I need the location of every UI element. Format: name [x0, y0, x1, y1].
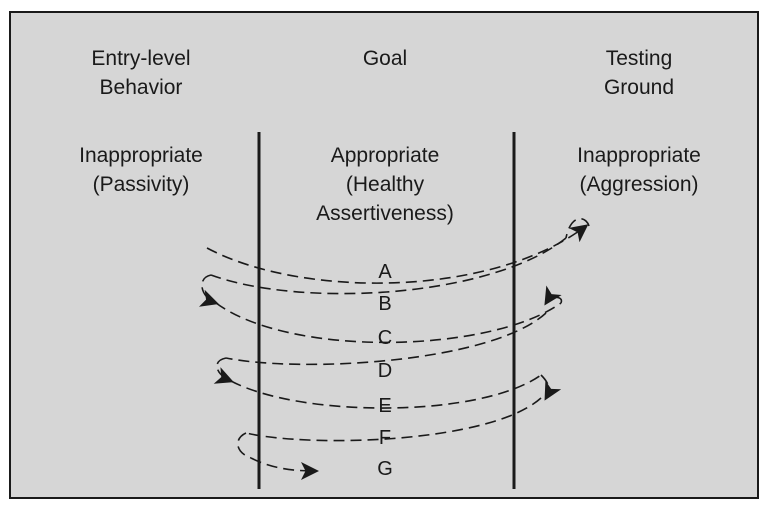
path-segment-g — [250, 457, 319, 480]
oscillation-paths — [198, 132, 590, 489]
path-segment-b-turn — [565, 218, 590, 239]
path-segment-f-turn — [237, 432, 252, 459]
label-line: Assertiveness) — [316, 202, 454, 225]
header-testing-ground: Testing Ground — [539, 44, 739, 102]
marker-f: F — [378, 427, 392, 449]
path-segment-d-arrow — [213, 357, 234, 384]
label-aggression: Inappropriate (Aggression) — [539, 141, 739, 199]
label-line: (Aggression) — [579, 173, 699, 196]
marker-e: E — [378, 395, 392, 417]
header-goal: Goal — [285, 44, 485, 73]
header-line: Testing — [605, 47, 673, 70]
marker-b: B — [378, 293, 392, 315]
path-segment-a — [206, 224, 589, 284]
diagram-frame: Entry-level Behavior Goal Testing Ground… — [9, 11, 759, 499]
header-entry-level-behavior: Entry-level Behavior — [41, 44, 241, 102]
header-line: Ground — [603, 76, 675, 99]
path-segment-b — [210, 237, 567, 295]
path-segment-c-arrow — [544, 285, 563, 306]
marker-d: D — [377, 360, 393, 382]
label-line: Inappropriate — [79, 144, 203, 167]
path-segment-b-arrow — [198, 274, 219, 307]
path-segment-c — [215, 302, 562, 344]
marker-a: A — [378, 261, 392, 283]
header-line: Goal — [362, 47, 408, 70]
label-line: Inappropriate — [577, 144, 701, 167]
marker-c: C — [377, 327, 393, 349]
label-line: (Healthy — [345, 173, 425, 196]
label-passivity: Inappropriate (Passivity) — [41, 141, 241, 199]
header-line: Entry-level — [91, 47, 191, 70]
path-segment-e-arrow — [540, 374, 562, 401]
path-segment-d — [225, 312, 547, 366]
path-segment-e — [230, 374, 542, 409]
header-line: Behavior — [99, 76, 183, 99]
label-line: (Passivity) — [92, 173, 190, 196]
label-healthy-assertiveness: Appropriate (Healthy Assertiveness) — [285, 141, 485, 228]
label-line: Appropriate — [330, 144, 440, 167]
marker-g: G — [377, 458, 393, 480]
